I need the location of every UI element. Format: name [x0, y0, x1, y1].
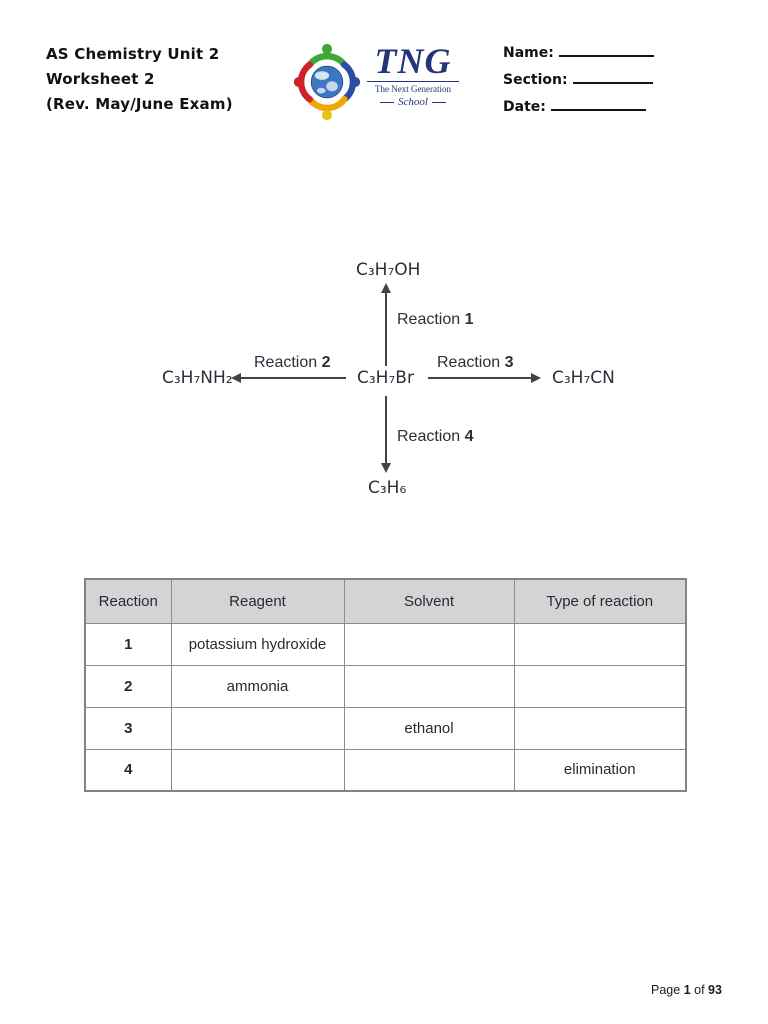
flourish-right — [431, 101, 446, 103]
logo-divider — [367, 81, 459, 82]
page-number: Page 1 of 93 — [651, 983, 722, 997]
header-reaction: Reaction — [84, 578, 172, 624]
cell-reaction-number: 2 — [84, 664, 172, 708]
course-title: AS Chemistry Unit 2 — [46, 45, 220, 63]
cell-solvent — [343, 748, 515, 792]
logo-tagline: The Next Generation — [375, 84, 451, 94]
globe-ring-icon — [293, 43, 361, 121]
formula-product-left: C₃H₇NH₂ — [162, 368, 233, 388]
header-solvent: Solvent — [343, 578, 515, 624]
arrow-up-line — [385, 291, 387, 366]
arrow-down-icon — [381, 463, 391, 473]
logo-text: TNG The Next Generation School — [367, 42, 459, 108]
date-field: Date: — [503, 98, 654, 125]
worksheet-number: Worksheet 2 — [46, 70, 155, 88]
cell-reaction-number: 4 — [84, 748, 172, 792]
logo-acronym: TNG — [374, 41, 452, 81]
arrow-left-line — [239, 377, 346, 379]
formula-product-right: C₃H₇CN — [552, 368, 615, 388]
logo-school-line: School — [367, 96, 459, 108]
arrow-up-icon — [381, 283, 391, 293]
table-row: 1 potassium hydroxide — [84, 622, 687, 666]
revision-note: (Rev. May/June Exam) — [46, 95, 233, 113]
school-logo: TNG The Next Generation School — [291, 38, 461, 130]
table-header-row: Reaction Reagent Solvent Type of reactio… — [84, 578, 687, 624]
cell-type — [513, 706, 687, 750]
arrow-left-icon — [231, 373, 241, 383]
arrow-down-line — [385, 396, 387, 465]
reaction-2-label: Reaction 2 — [254, 354, 331, 371]
table-row: 3 ethanol — [84, 706, 687, 750]
section-label: Section: — [503, 72, 568, 88]
cell-solvent: ethanol — [343, 706, 515, 750]
logo-school-word: School — [398, 96, 428, 108]
name-field: Name: — [503, 44, 654, 71]
cell-reagent: potassium hydroxide — [170, 622, 345, 666]
cell-solvent — [343, 664, 515, 708]
cell-reaction-number: 3 — [84, 706, 172, 750]
header-type: Type of reaction — [513, 578, 687, 624]
cell-reagent: ammonia — [170, 664, 345, 708]
reaction-1-label: Reaction 1 — [397, 311, 474, 328]
cell-reagent — [170, 748, 345, 792]
reaction-3-label: Reaction 3 — [437, 354, 514, 371]
table-row: 4 elimination — [84, 748, 687, 792]
cell-type — [513, 622, 687, 666]
section-field: Section: — [503, 71, 654, 98]
section-blank-line — [572, 72, 653, 84]
formula-product-bottom: C₃H₆ — [368, 478, 407, 498]
name-label: Name: — [503, 45, 554, 61]
table-row: 2 ammonia — [84, 664, 687, 708]
arrow-right-line — [428, 377, 533, 379]
cell-solvent — [343, 622, 515, 666]
date-label: Date: — [503, 99, 546, 115]
cell-type: elimination — [513, 748, 687, 792]
student-fields: Name: Section: Date: — [503, 44, 654, 125]
flourish-left — [380, 101, 395, 103]
formula-center: C₃H₇Br — [357, 368, 414, 388]
date-blank-line — [550, 99, 646, 111]
cell-type — [513, 664, 687, 708]
cell-reagent — [170, 706, 345, 750]
reaction-4-label: Reaction 4 — [397, 428, 474, 445]
header-reagent: Reagent — [170, 578, 345, 624]
name-blank-line — [558, 45, 654, 57]
reactions-table: Reaction Reagent Solvent Type of reactio… — [84, 578, 687, 792]
formula-product-top: C₃H₇OH — [356, 260, 421, 280]
arrow-right-icon — [531, 373, 541, 383]
cell-reaction-number: 1 — [84, 622, 172, 666]
course-info: AS Chemistry Unit 2 Worksheet 2 (Rev. Ma… — [46, 42, 233, 117]
